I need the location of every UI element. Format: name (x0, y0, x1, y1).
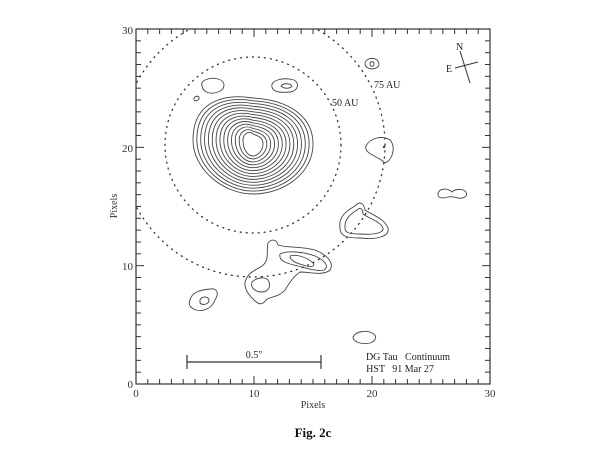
figure-caption: Fig. 2c (295, 425, 332, 440)
compass-east-label: E (446, 64, 452, 75)
circle-50au (164, 56, 342, 234)
plot-frame (135, 28, 491, 385)
minor-contours (188, 57, 467, 345)
object-label: DG Tau Continuum (366, 352, 450, 363)
x-tick-20: 20 (367, 388, 379, 400)
label-50au: 50 AU (332, 98, 359, 109)
label-75au: 75 AU (374, 80, 401, 91)
x-tick-10: 10 (249, 388, 261, 400)
scale-bar-label: 0.5" (246, 350, 263, 361)
x-tick-0: 0 (133, 388, 139, 400)
observation-label: HST 91 Mar 27 (366, 364, 434, 375)
y-axis-title: Pixels (109, 194, 120, 219)
axis-ticks (136, 29, 490, 384)
main-source-contours (192, 96, 314, 195)
scale-bar: 0.5" (186, 350, 322, 369)
x-tick-30: 30 (485, 388, 497, 400)
y-tick-30: 30 (122, 25, 134, 37)
compass-north-label: N (456, 42, 463, 53)
y-tick-20: 20 (122, 143, 134, 155)
y-tick-0: 0 (128, 379, 134, 391)
y-tick-10: 10 (122, 261, 134, 273)
compass-rose: N E (446, 42, 479, 84)
x-axis-title: Pixels (301, 400, 326, 411)
circle-75au (136, 29, 386, 278)
